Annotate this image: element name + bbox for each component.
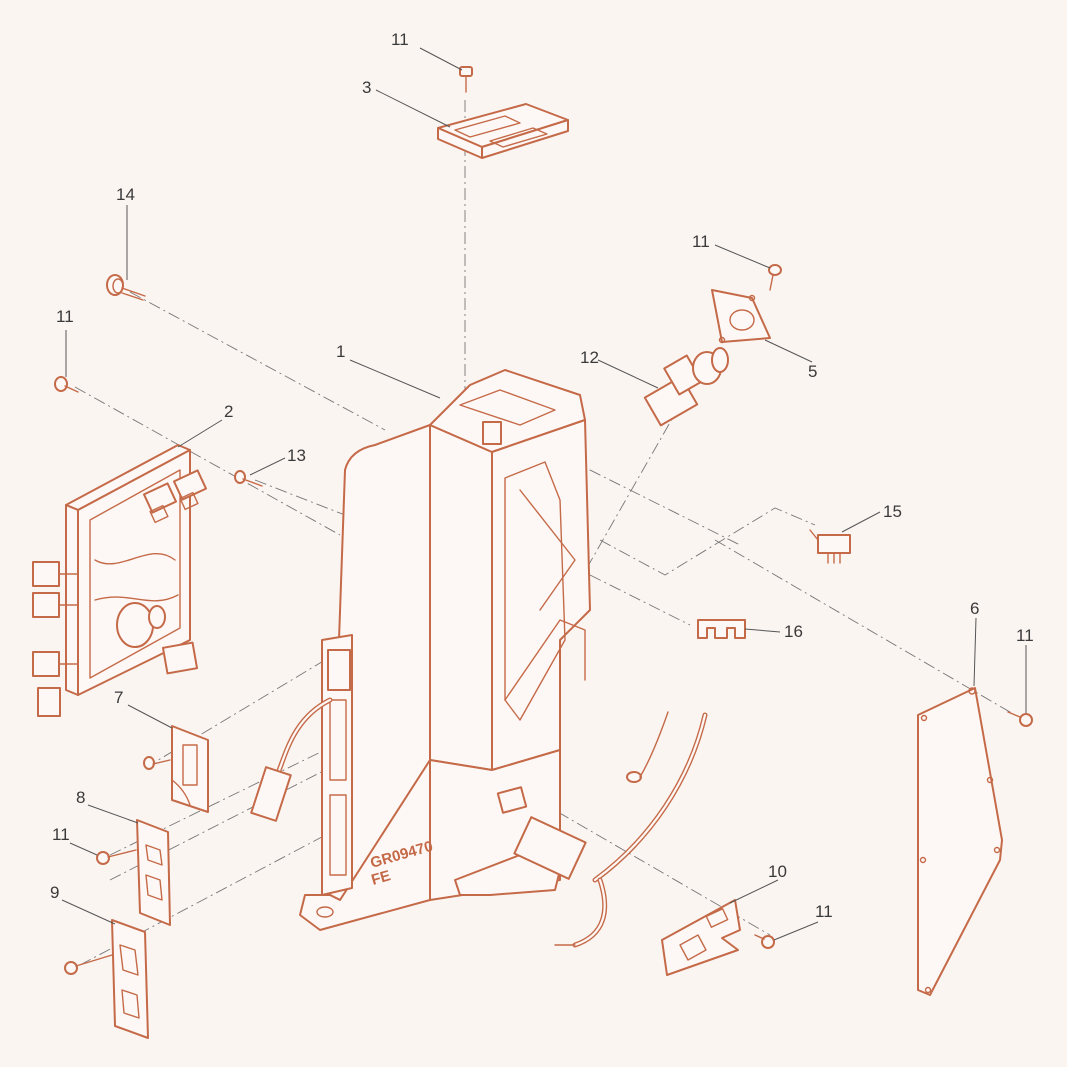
callout-8: 8 <box>76 788 85 807</box>
part-9-plate <box>64 919 149 1039</box>
part-3-top-cover <box>437 103 569 159</box>
part-1-main-housing: GR09470 FE <box>299 369 591 931</box>
callout-16: 16 <box>784 622 803 641</box>
part-16-clip <box>697 619 746 639</box>
part-10-plate <box>661 899 775 976</box>
callout-6: 6 <box>970 599 979 618</box>
screw-11-side-cover <box>1007 711 1033 727</box>
callout-13: 13 <box>287 446 306 465</box>
housing-marking-line2: FE <box>369 867 392 889</box>
callout-15: 15 <box>883 502 902 521</box>
callout-11-plate-8: 11 <box>52 825 70 844</box>
screw-11-left <box>54 376 79 393</box>
part-5-mount-plate <box>711 289 771 344</box>
callout-11-switch: 11 <box>692 232 710 251</box>
callout-labels: 11 3 14 11 12 5 11 1 2 13 15 16 6 11 7 8… <box>50 30 1034 921</box>
leader-lines <box>61 47 1027 941</box>
cables <box>250 697 708 948</box>
part-2-electronics-box <box>32 444 208 717</box>
part-12-switch <box>643 347 729 427</box>
callout-7: 7 <box>114 688 123 707</box>
callout-12: 12 <box>580 348 599 367</box>
callout-1: 1 <box>336 342 345 361</box>
callout-11-left: 11 <box>56 307 74 326</box>
part-6-side-cover <box>917 687 1003 996</box>
part-15-connector <box>809 529 851 564</box>
callout-11-side-cover: 11 <box>1016 626 1034 645</box>
callout-5: 5 <box>808 362 817 381</box>
callout-9: 9 <box>50 883 59 902</box>
screw-11-top <box>459 66 473 93</box>
callout-11-top-cover: 11 <box>391 30 409 49</box>
part-14-knob <box>106 274 146 301</box>
callout-3: 3 <box>362 78 371 97</box>
callout-10: 10 <box>768 862 787 881</box>
screw-13 <box>234 470 263 487</box>
callout-11-plate-10: 11 <box>815 902 833 921</box>
callout-14: 14 <box>116 185 135 204</box>
callout-2: 2 <box>224 402 233 421</box>
part-8-plate <box>96 819 171 926</box>
part-7-plate <box>143 725 209 813</box>
screw-11-switch <box>768 264 782 291</box>
